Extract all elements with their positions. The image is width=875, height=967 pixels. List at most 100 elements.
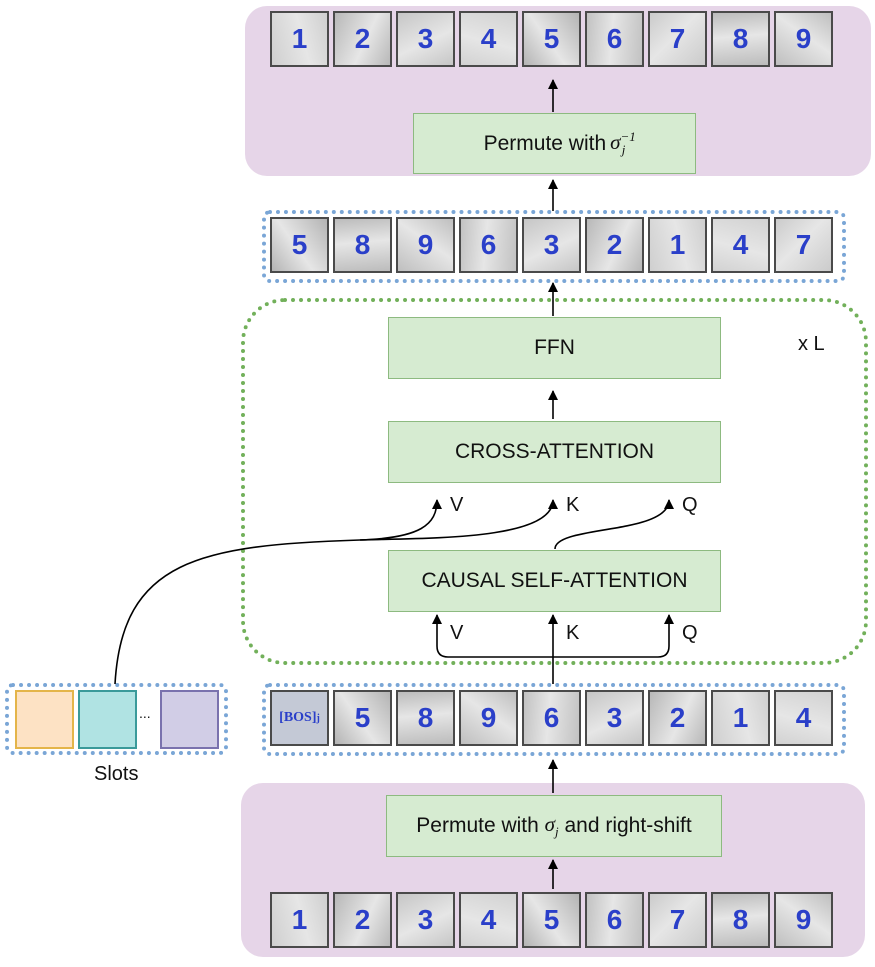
patch-number: 8 [732, 23, 749, 54]
token-tile: 1 [270, 11, 329, 67]
patch-number: 6 [543, 702, 560, 733]
causal-self-attention-box: CAUSAL SELF-ATTENTION [388, 550, 721, 612]
patch-number: 3 [543, 229, 560, 260]
patch-number: 1 [732, 702, 749, 733]
patch-number: 4 [732, 229, 749, 260]
slot-orange [15, 690, 74, 749]
token-tile: 8 [333, 217, 392, 273]
sigma-inverse: σ−1j [610, 129, 636, 158]
arrow-self-to-cross-q [554, 499, 674, 550]
patch-number: 9 [417, 229, 434, 260]
image-patch [776, 692, 831, 744]
image-patch [335, 13, 390, 65]
permuted-output-strip [262, 210, 846, 283]
patch-number: 2 [354, 23, 371, 54]
bos-token-tile: [BOS]j [270, 690, 329, 746]
image-patch [587, 219, 642, 271]
token-tile: 7 [648, 11, 707, 67]
token-tile: 2 [648, 690, 707, 746]
token-tile: 5 [522, 11, 581, 67]
ffn-box: FFN [388, 317, 721, 379]
patch-number: 8 [354, 229, 371, 260]
token-tile: 2 [585, 217, 644, 273]
patch-number: 1 [291, 23, 308, 54]
patch-number: 4 [480, 904, 497, 935]
image-patch [776, 13, 831, 65]
image-patch [398, 13, 453, 65]
patch-number: 3 [417, 904, 434, 935]
patch-number: 2 [669, 702, 686, 733]
inverse-permute-text: Permute with [483, 131, 607, 155]
patch-number: 9 [480, 702, 497, 733]
patch-number: 1 [669, 229, 686, 260]
cross-attention-box: CROSS-ATTENTION [388, 421, 721, 483]
sigma-subscript: j [555, 824, 559, 840]
image-patch [398, 894, 453, 946]
patch-number: 2 [354, 904, 371, 935]
inverse-permute-box: Permute with σ−1j [413, 113, 696, 174]
token-tile: 2 [333, 11, 392, 67]
token-tile: 1 [270, 892, 329, 948]
image-patch [650, 894, 705, 946]
cross-q-label: Q [682, 494, 698, 516]
token-tile: 6 [585, 11, 644, 67]
token-tile: 8 [711, 11, 770, 67]
decoder-layer-loop [241, 298, 868, 665]
sigma-symbol: σ [544, 811, 556, 836]
patch-number: 1 [291, 904, 308, 935]
slots-strip [5, 683, 228, 755]
patch-number: 7 [669, 904, 686, 935]
token-tile: 6 [585, 892, 644, 948]
patch-number: 5 [543, 904, 560, 935]
image-patch [713, 894, 768, 946]
token-tile: 4 [711, 217, 770, 273]
patch-number: 6 [606, 904, 623, 935]
patch-number: 2 [606, 229, 623, 260]
repeat-label: x L [798, 333, 825, 355]
patch-number: 4 [795, 702, 812, 733]
image-patch [272, 219, 327, 271]
patch-number: 9 [795, 23, 812, 54]
patch-number: 5 [354, 702, 371, 733]
bos-subscript: j [316, 712, 320, 724]
image-patch [461, 13, 516, 65]
inverse-exponent: −1 [620, 128, 636, 144]
image-patch [587, 894, 642, 946]
token-tile: 9 [774, 892, 833, 948]
patch-number: 5 [291, 229, 308, 260]
bos-text: [BOS] [279, 710, 317, 725]
token-tile: 7 [774, 217, 833, 273]
image-patch [272, 894, 327, 946]
self-v-label: V [450, 622, 464, 644]
token-tile: 5 [270, 217, 329, 273]
image-patch [335, 219, 390, 271]
patch-number: 5 [543, 23, 560, 54]
image-patch [776, 894, 831, 946]
token-tile: 4 [774, 690, 833, 746]
patch-number: 9 [795, 904, 812, 935]
patch-number: 8 [417, 702, 434, 733]
token-tile: 8 [396, 690, 455, 746]
forward-permute-text: Permute with [416, 814, 545, 837]
image-patch [713, 13, 768, 65]
patch-number: 3 [417, 23, 434, 54]
image-patch [398, 692, 453, 744]
decoder-input-strip [262, 683, 846, 756]
image-patch [524, 13, 579, 65]
sigma-forward: σj [545, 812, 559, 840]
image-patch [650, 13, 705, 65]
patch-number: 6 [480, 229, 497, 260]
image-patch [335, 692, 390, 744]
token-tile: 2 [333, 892, 392, 948]
image-patch [461, 692, 516, 744]
patch-number: 7 [669, 23, 686, 54]
token-tile: 9 [459, 690, 518, 746]
slots-ellipsis: ... [139, 705, 151, 721]
sigma-subscript: j [621, 142, 626, 158]
patch-number: 4 [480, 23, 497, 54]
patch-number: 7 [795, 229, 812, 260]
token-tile: 5 [333, 690, 392, 746]
token-tile: 3 [522, 217, 581, 273]
self-k-label: K [566, 622, 580, 644]
